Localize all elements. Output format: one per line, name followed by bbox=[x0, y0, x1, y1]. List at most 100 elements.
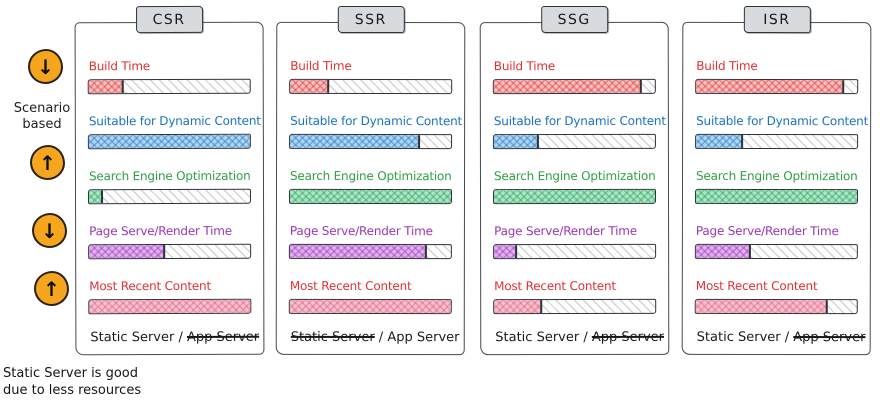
metric-bar-fill bbox=[88, 80, 125, 94]
server-type-line: Static Server / App Server bbox=[696, 329, 866, 346]
card-ssg: SSG Build Time Suitable for Dynamic Cont… bbox=[479, 5, 670, 356]
metric-bar-track bbox=[694, 298, 858, 315]
up-arrow-icon: ↑ bbox=[30, 145, 65, 180]
metric-bar-fill bbox=[695, 299, 828, 314]
footnote: Static Server is good due to less resour… bbox=[3, 366, 142, 398]
app-server-label: App Server bbox=[387, 330, 460, 346]
server-type-line: Static Server / App Server bbox=[290, 329, 460, 346]
card-title-tab: SSG bbox=[540, 5, 608, 34]
arrow-glyph: ↑ bbox=[39, 150, 56, 175]
metric-page-serve-time: Page Serve/Render Time bbox=[694, 223, 858, 260]
metric-bar-fill bbox=[493, 135, 540, 149]
metric-bar-fill bbox=[289, 244, 427, 259]
metric-most-recent-content: Most Recent Content bbox=[288, 278, 452, 315]
metric-bar-track bbox=[88, 298, 252, 315]
metric-bar-track bbox=[289, 133, 453, 150]
server-type-line: Static Server / App Server bbox=[90, 329, 259, 346]
metric-bar-track bbox=[288, 243, 452, 260]
metric-bar-fill bbox=[89, 245, 165, 259]
metric-bar-track bbox=[492, 78, 656, 95]
metric-bar-track bbox=[87, 133, 251, 150]
metric-bar-fill bbox=[493, 79, 642, 94]
scenario-based-label: Scenario based bbox=[13, 101, 71, 133]
metric-build-time: Build Time bbox=[695, 58, 859, 95]
metric-bar-track bbox=[695, 78, 859, 95]
metric-label: Search Engine Optimization bbox=[696, 168, 858, 184]
metric-label: Page Serve/Render Time bbox=[89, 223, 232, 239]
metric-seo: Search Engine Optimization bbox=[88, 169, 252, 205]
server-separator: / bbox=[374, 330, 388, 346]
metric-label: Most Recent Content bbox=[289, 278, 412, 294]
metric-label: Suitable for Dynamic Content bbox=[290, 113, 463, 129]
card-title-tab: SSR bbox=[337, 5, 405, 34]
metric-label: Build Time bbox=[493, 59, 556, 74]
metric-label: Build Time bbox=[290, 58, 352, 73]
metric-bar-track bbox=[694, 188, 858, 205]
metric-bar-track bbox=[289, 78, 453, 95]
metric-most-recent-content: Most Recent Content bbox=[493, 278, 657, 315]
metric-seo: Search Engine Optimization bbox=[694, 168, 858, 205]
metric-bar-fill bbox=[695, 189, 857, 204]
metric-bar-fill bbox=[290, 134, 421, 149]
metric-label: Most Recent Content bbox=[89, 278, 211, 294]
metric-bar-fill bbox=[494, 245, 517, 259]
metric-bar-track bbox=[288, 188, 452, 205]
metric-label: Page Serve/Render Time bbox=[494, 223, 637, 239]
card-title: CSR bbox=[152, 11, 186, 28]
metric-build-time: Build Time bbox=[492, 59, 656, 95]
metric-label: Page Serve/Render Time bbox=[289, 223, 433, 239]
metric-bar-fill bbox=[494, 189, 656, 204]
app-server-label: App Server bbox=[793, 330, 866, 346]
static-server-label: Static Server bbox=[90, 329, 175, 346]
card-title-tab: ISR bbox=[743, 5, 811, 34]
arrow-glyph: ↑ bbox=[43, 276, 60, 301]
metric-label: Suitable for Dynamic Content bbox=[493, 113, 666, 129]
metric-dynamic-content: Suitable for Dynamic Content bbox=[289, 113, 463, 150]
metric-bar-track bbox=[695, 133, 859, 150]
metric-label: Page Serve/Render Time bbox=[695, 223, 839, 239]
down-arrow-icon: ↓ bbox=[32, 213, 67, 248]
metric-label: Build Time bbox=[88, 59, 151, 74]
metric-bar-fill bbox=[695, 244, 751, 258]
metric-bar-track bbox=[88, 243, 252, 260]
metric-label: Search Engine Optimization bbox=[290, 168, 452, 184]
metric-dynamic-content: Suitable for Dynamic Content bbox=[87, 114, 261, 150]
metric-build-time: Build Time bbox=[289, 58, 453, 95]
arrow-glyph: ↓ bbox=[41, 218, 58, 243]
metric-page-serve-time: Page Serve/Render Time bbox=[88, 223, 252, 260]
metric-dynamic-content: Suitable for Dynamic Content bbox=[695, 113, 869, 150]
app-server-label: App Server bbox=[186, 329, 260, 345]
metric-page-serve-time: Page Serve/Render Time bbox=[288, 223, 452, 260]
metric-label: Most Recent Content bbox=[494, 278, 616, 294]
metric-bar-fill bbox=[494, 300, 543, 314]
metric-bar-fill bbox=[89, 190, 104, 204]
metric-bar-fill bbox=[89, 299, 251, 314]
server-separator: / bbox=[579, 329, 592, 345]
card-title: SSR bbox=[354, 11, 387, 28]
metric-label: Build Time bbox=[696, 58, 758, 73]
card-title-tab: CSR bbox=[135, 5, 203, 34]
app-server-label: App Server bbox=[591, 329, 665, 345]
metric-build-time: Build Time bbox=[87, 59, 251, 95]
metric-most-recent-content: Most Recent Content bbox=[88, 278, 252, 315]
card-isr: ISR Build Time Suitable for Dynamic Cont… bbox=[681, 5, 872, 356]
metric-bar-track bbox=[88, 188, 252, 205]
static-server-label: Static Server bbox=[290, 329, 375, 346]
metric-bar-fill bbox=[88, 134, 250, 149]
metric-bar-fill bbox=[289, 189, 451, 204]
metric-bar-track bbox=[493, 243, 657, 260]
metric-seo: Search Engine Optimization bbox=[288, 168, 452, 205]
server-separator: / bbox=[780, 330, 794, 346]
metric-bar-fill bbox=[696, 79, 845, 94]
card-ssr: SSR Build Time Suitable for Dynamic Cont… bbox=[275, 5, 466, 356]
metric-bar-track bbox=[493, 298, 657, 315]
metric-bar-track bbox=[288, 298, 452, 315]
metric-most-recent-content: Most Recent Content bbox=[694, 279, 858, 315]
metric-bar-track bbox=[493, 188, 657, 205]
down-arrow-icon: ↓ bbox=[28, 49, 63, 84]
static-server-label: Static Server bbox=[696, 329, 781, 346]
metric-label: Suitable for Dynamic Content bbox=[696, 113, 869, 129]
card-title: SSG bbox=[557, 11, 591, 28]
up-arrow-icon: ↑ bbox=[34, 271, 69, 306]
